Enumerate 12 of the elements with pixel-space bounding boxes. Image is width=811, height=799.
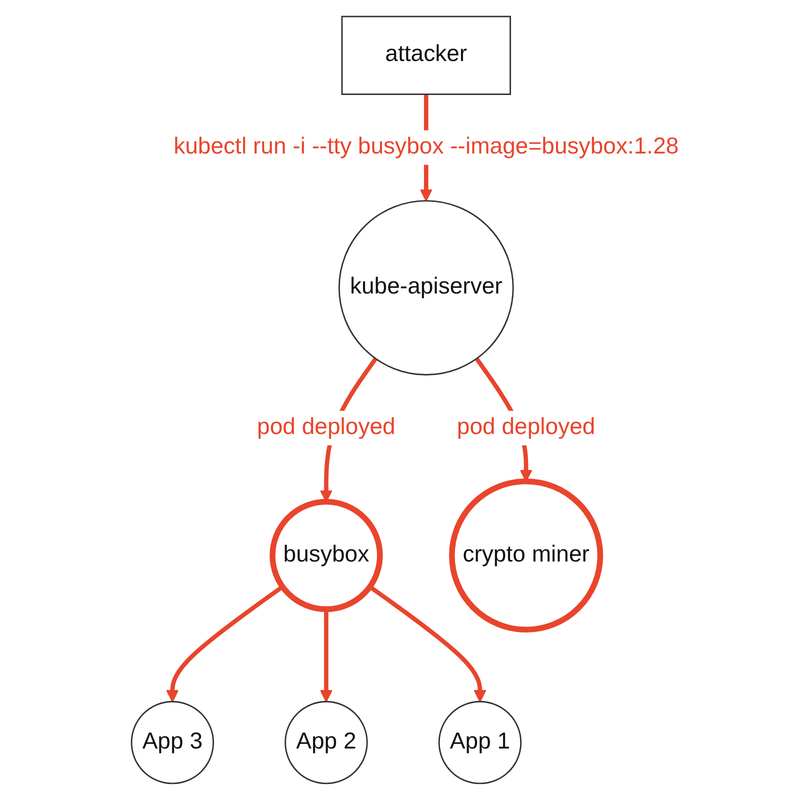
node-circle: busybox (270, 498, 384, 612)
node-box: attacker (342, 15, 512, 94)
node-circle: kube-apiserver (338, 200, 514, 376)
arrow (166, 584, 284, 702)
node-circle: App 3 (131, 700, 214, 784)
edge-label: pod deployed (257, 414, 396, 440)
node-circle: App 2 (284, 700, 368, 784)
edge-label: pod deployed (457, 414, 596, 440)
edge-label: kubectl run -i --tty busybox --image=busybox:1.28 (174, 134, 680, 159)
node-circle: App 1 (438, 700, 522, 784)
arrow (369, 584, 487, 702)
node-circle: crypto miner (449, 478, 604, 632)
